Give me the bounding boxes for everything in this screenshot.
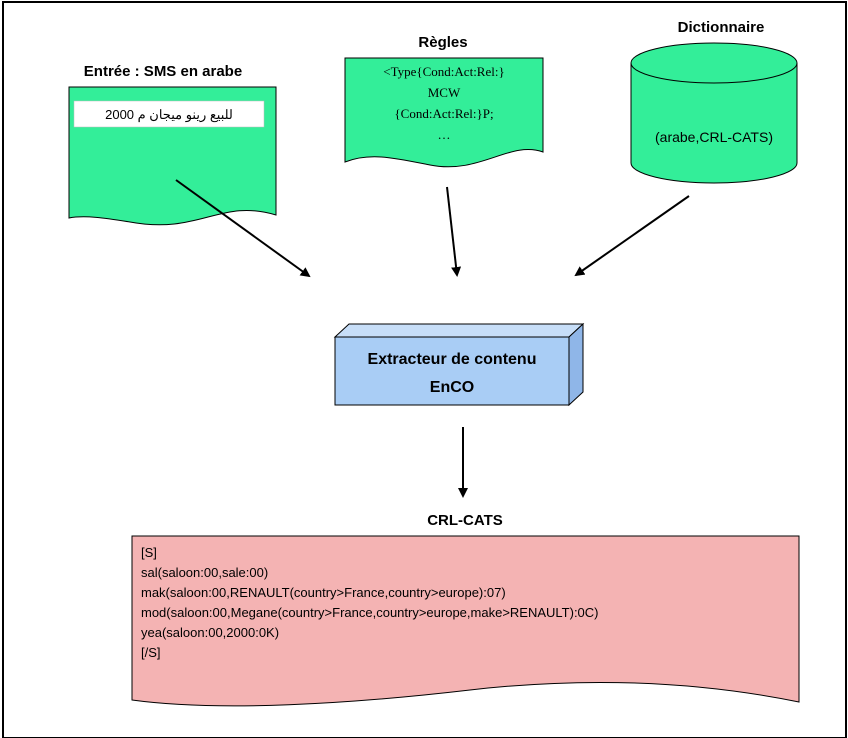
dictionary-cylinder [630, 42, 798, 184]
output-line-6: [/S] [141, 645, 161, 660]
output-line-3: mak(saloon:00,RENAULT(country>France,cou… [141, 585, 506, 600]
output-line-5: yea(saloon:00,2000:0K) [141, 625, 279, 640]
extractor-box [333, 322, 585, 407]
output-document-shape [131, 535, 800, 707]
rules-line-3: {Cond:Act:Rel:}P; [394, 106, 493, 121]
sms-text-box [73, 100, 265, 128]
output-line-2: sal(saloon:00,sale:00) [141, 565, 268, 580]
extractor-line-1: Extracteur de contenu [368, 351, 537, 368]
extractor-line-2: EnCO [430, 379, 474, 396]
rules-label: Règles [418, 34, 467, 51]
rules-line-2: MCW [428, 85, 461, 100]
rules-line-4: … [438, 127, 451, 142]
arrow-rules-to-extractor [446, 186, 462, 277]
arrow-dictionary-to-extractor [574, 195, 690, 277]
rules-line-1: <Type{Cond:Act:Rel:} [383, 64, 504, 79]
input-label: Entrée : SMS en arabe [84, 63, 242, 80]
dictionary-label: Dictionnaire [678, 19, 765, 36]
output-label: CRL-CATS [427, 512, 503, 529]
output-line-1: [S] [141, 545, 157, 560]
dictionary-content: (arabe,CRL-CATS) [655, 129, 773, 145]
sms-text: للبيع رينو ميجان م 2000 [105, 107, 233, 123]
rules-document-shape [344, 57, 544, 168]
arrow-input-to-extractor [175, 179, 311, 278]
output-line-4: mod(saloon:00,Megane(country>France,coun… [141, 605, 599, 620]
